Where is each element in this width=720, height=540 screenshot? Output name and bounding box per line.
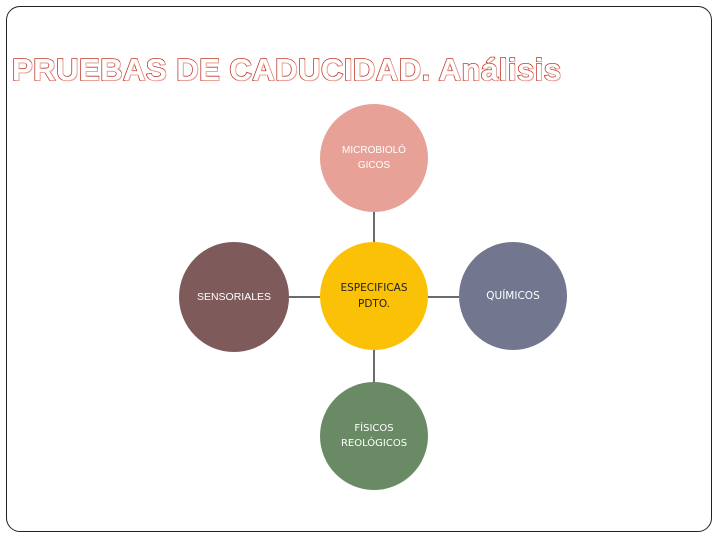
node-fisicos-reologicos-label: FÍSICOS REOLÓGICOS bbox=[340, 422, 408, 450]
connector-bottom bbox=[373, 350, 375, 382]
connector-left bbox=[289, 296, 320, 298]
slide-title: PRUEBAS DE CADUCIDAD. Análisis bbox=[11, 51, 562, 88]
node-sensoriales: SENSORIALES bbox=[179, 242, 289, 352]
node-especificas-pdto: ESPECIFICAS PDTO. bbox=[320, 242, 428, 350]
node-microbiologicos: MICROBIOLÓ GICOS bbox=[320, 104, 428, 212]
node-especificas-pdto-label: ESPECIFICAS PDTO. bbox=[340, 281, 408, 310]
node-quimicos: QUÍMICOS bbox=[459, 242, 567, 350]
connector-right bbox=[428, 296, 459, 298]
node-microbiologicos-label: MICROBIOLÓ GICOS bbox=[342, 144, 406, 172]
node-quimicos-label: QUÍMICOS bbox=[486, 289, 540, 302]
node-sensoriales-label: SENSORIALES bbox=[196, 290, 272, 303]
slide-frame bbox=[6, 6, 712, 532]
node-fisicos-reologicos: FÍSICOS REOLÓGICOS bbox=[320, 382, 428, 490]
connector-top bbox=[373, 212, 375, 242]
